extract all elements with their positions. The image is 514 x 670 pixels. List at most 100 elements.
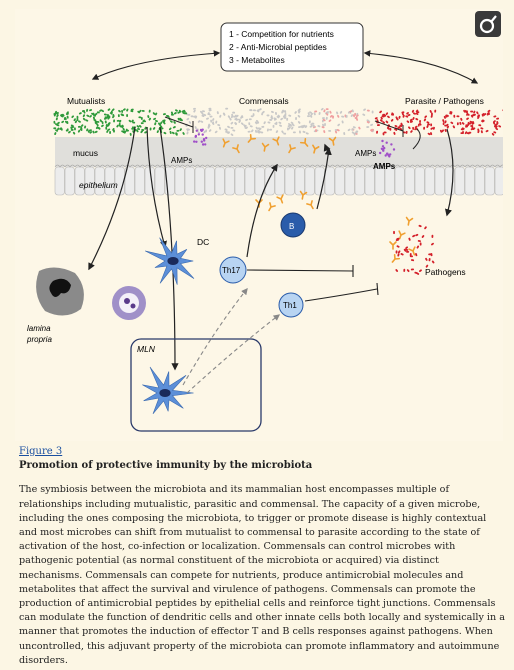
arrow-box-pathogens xyxy=(363,50,479,84)
microbe xyxy=(430,114,433,118)
microbe xyxy=(408,126,411,130)
microbe xyxy=(216,111,219,115)
microbe xyxy=(74,120,78,124)
microbe xyxy=(141,109,145,112)
microbe xyxy=(328,119,332,122)
antibody xyxy=(408,246,416,256)
microbe xyxy=(243,124,246,127)
microbe xyxy=(182,132,185,135)
amp-dot xyxy=(384,154,387,157)
microbe xyxy=(466,132,470,135)
microbe xyxy=(382,132,385,136)
amp-dot xyxy=(197,133,200,136)
microbe xyxy=(495,127,499,131)
microbe xyxy=(188,121,192,124)
amp-dot xyxy=(201,133,204,136)
label-parasite: Parasite / Pathogens xyxy=(405,96,484,106)
microbe xyxy=(144,131,148,134)
microbe xyxy=(413,112,416,115)
microbe xyxy=(452,125,456,129)
microbe xyxy=(212,118,215,122)
microbe xyxy=(140,130,144,134)
microbe xyxy=(496,117,500,120)
microbe xyxy=(131,119,134,123)
microbe xyxy=(250,115,254,118)
pathogen xyxy=(395,250,398,254)
epithelial-cell xyxy=(374,166,385,196)
microbe xyxy=(354,112,357,116)
epithelial-cell xyxy=(204,166,215,196)
antibody xyxy=(272,136,280,146)
microbe xyxy=(329,115,333,118)
microbe xyxy=(430,132,433,136)
microbe xyxy=(197,131,201,134)
microbe xyxy=(132,121,136,124)
label-epithelium: epithelium xyxy=(79,180,118,190)
epithelial-cell xyxy=(284,166,295,196)
antibody xyxy=(389,241,397,250)
microvilli xyxy=(244,164,256,168)
pathogen xyxy=(395,269,399,272)
microbe xyxy=(410,130,413,133)
microbe xyxy=(352,114,356,118)
microbe xyxy=(287,127,289,131)
microbe xyxy=(260,131,264,134)
microbe xyxy=(352,126,356,129)
microbe xyxy=(386,127,390,130)
label-amps-right: AMPs xyxy=(355,149,376,158)
microbe xyxy=(380,119,383,122)
antibody xyxy=(276,194,284,204)
microbe xyxy=(128,119,132,123)
microbe xyxy=(226,131,230,134)
box-line-3: 3 - Metabolites xyxy=(229,55,285,65)
microbe xyxy=(113,129,115,133)
microbe xyxy=(193,109,196,113)
figure-link[interactable]: Figure 3 xyxy=(19,446,63,457)
microbe xyxy=(148,117,152,121)
microvilli xyxy=(434,164,446,168)
microvilli xyxy=(334,164,346,168)
microbe xyxy=(170,113,174,116)
microbe xyxy=(482,113,486,116)
antibody xyxy=(405,216,414,226)
microbe xyxy=(230,126,234,129)
microbe xyxy=(194,115,198,119)
microbe xyxy=(70,126,73,130)
microbe xyxy=(136,125,140,128)
menu-logo-button[interactable] xyxy=(475,11,501,37)
microbe xyxy=(407,114,411,117)
microbe xyxy=(186,117,190,121)
microvilli xyxy=(64,164,76,168)
microbe xyxy=(269,119,273,121)
microbe xyxy=(495,125,498,129)
microbe xyxy=(238,118,241,122)
microbe xyxy=(347,128,351,132)
microvilli xyxy=(184,164,196,168)
microbe xyxy=(395,116,398,120)
microbe xyxy=(480,130,483,134)
microbe xyxy=(363,108,366,111)
epithelial-cell xyxy=(174,166,185,196)
pathogen xyxy=(409,253,412,257)
microbe xyxy=(73,118,76,122)
amp-dots xyxy=(193,128,396,158)
amp-dot xyxy=(204,143,207,146)
amp-dot xyxy=(390,143,393,146)
microbe xyxy=(56,114,59,118)
microbe xyxy=(309,114,313,118)
microbe xyxy=(111,108,115,112)
microbe xyxy=(288,123,291,126)
microbe xyxy=(275,121,278,125)
microbe xyxy=(390,118,394,122)
label-commensals: Commensals xyxy=(239,96,289,106)
microvilli xyxy=(224,164,236,168)
microbe xyxy=(175,132,178,136)
pathogen xyxy=(406,269,410,273)
microbe xyxy=(138,116,142,119)
microbe xyxy=(463,109,466,113)
microvilli xyxy=(134,164,146,168)
microbe xyxy=(74,127,76,131)
microbe xyxy=(192,107,196,110)
microbe xyxy=(461,122,465,125)
microbe xyxy=(275,130,279,134)
